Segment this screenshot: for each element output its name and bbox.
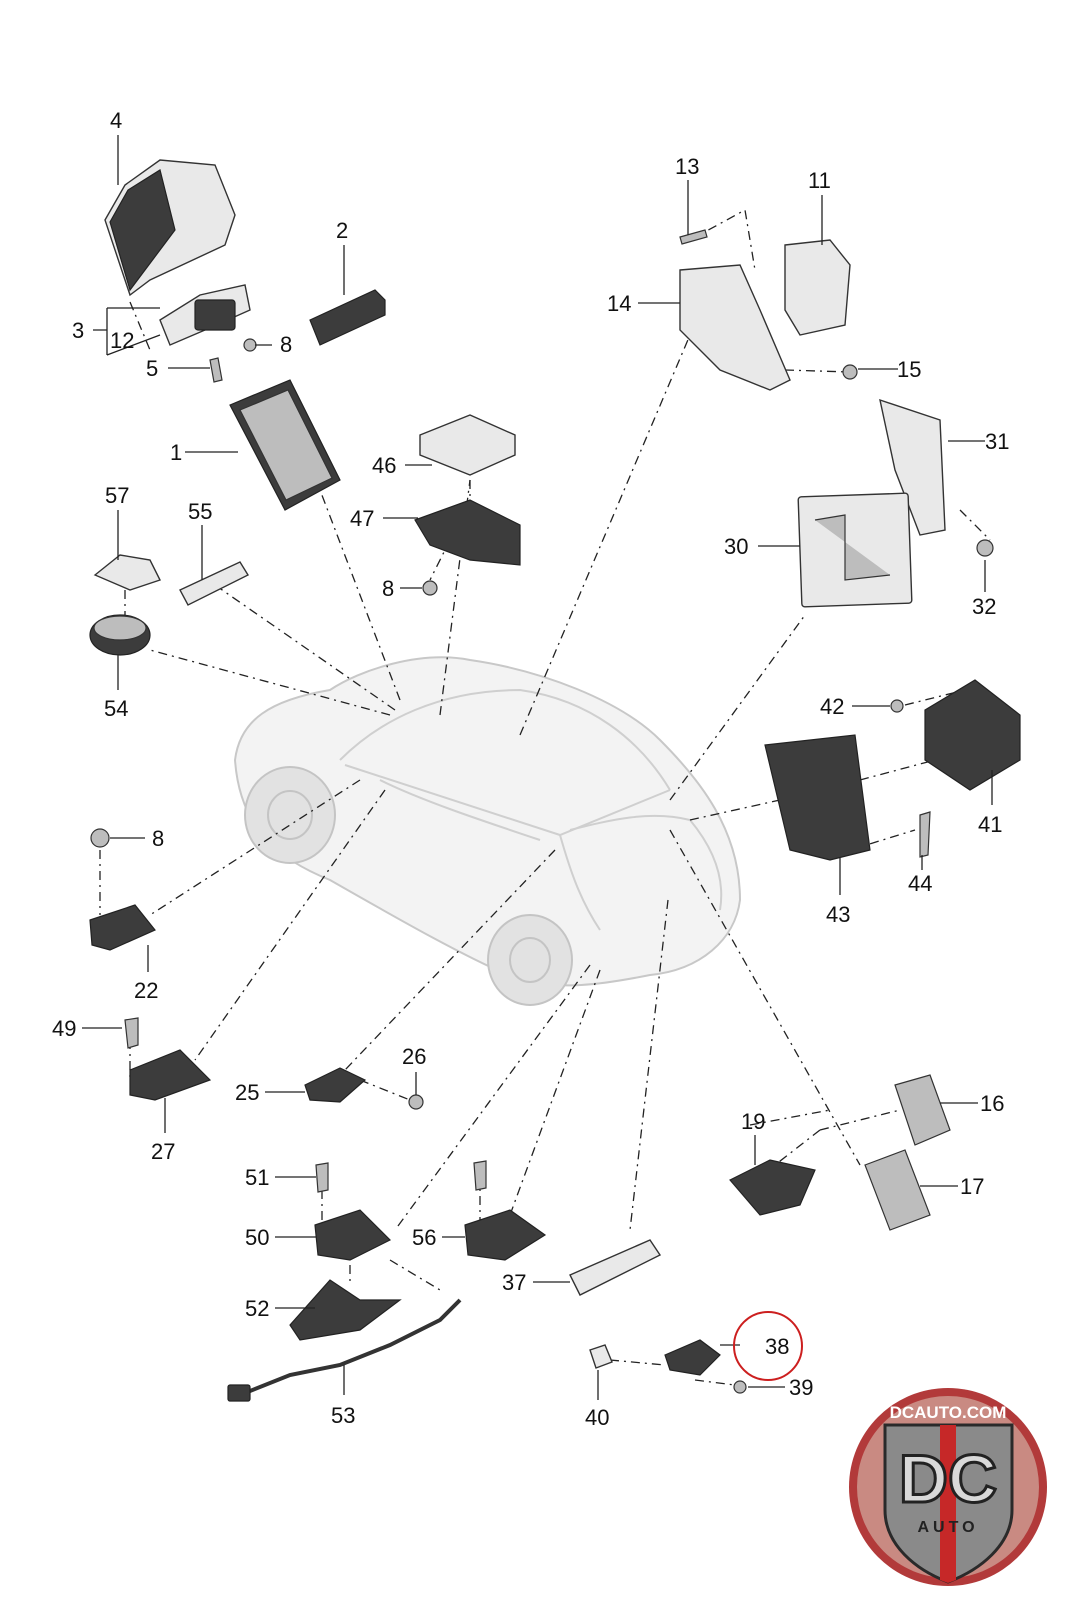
part-43-module	[764, 734, 871, 861]
logo-site-text: DCAUTO.COM	[890, 1403, 1007, 1422]
label-part-53: 53	[331, 1403, 355, 1428]
part-53-harness	[227, 1298, 462, 1402]
label-part-37: 37	[502, 1270, 526, 1295]
part-1-module	[229, 379, 341, 511]
label-part-42: 42	[820, 694, 844, 719]
part-50-module	[314, 1209, 392, 1261]
part-38-sensor	[664, 1339, 721, 1376]
label-part-27: 27	[151, 1139, 175, 1164]
label-part-3: 3	[72, 318, 84, 343]
part-57-clip	[93, 554, 161, 591]
part-2-clip	[309, 289, 386, 346]
part-labels: 4 2 3 12 8 5 1 13 11 14 15 31 30 32 46 4…	[52, 108, 1009, 1430]
label-part-22: 22	[134, 978, 158, 1003]
label-part-39: 39	[789, 1375, 813, 1400]
label-part-40: 40	[585, 1405, 609, 1430]
part-4-cover	[104, 159, 236, 297]
label-part-14: 14	[607, 291, 631, 316]
label-part-50: 50	[245, 1225, 269, 1250]
part-55-sensor	[179, 561, 249, 606]
highlight-circle	[733, 1311, 803, 1381]
part-19-module	[729, 1159, 816, 1216]
label-part-4: 4	[110, 108, 122, 133]
dcauto-logo: DCAUTO.COM DC AUTO	[849, 1388, 1047, 1586]
label-part-1: 1	[170, 440, 182, 465]
part-11-module	[784, 239, 851, 336]
part-22-module	[89, 904, 156, 951]
logo-word-text: AUTO	[917, 1519, 978, 1536]
label-part-25: 25	[235, 1080, 259, 1105]
part-17-module	[864, 1149, 931, 1231]
label-part-57: 57	[105, 483, 129, 508]
label-part-8-mid: 8	[382, 576, 394, 601]
part-40-clip	[589, 1344, 613, 1369]
label-part-17: 17	[960, 1174, 984, 1199]
label-part-8-top: 8	[280, 332, 292, 357]
connection-lines	[99, 208, 991, 1386]
label-part-32: 32	[972, 594, 996, 619]
label-part-30: 30	[724, 534, 748, 559]
label-part-55: 55	[188, 499, 212, 524]
part-54-sensor	[89, 614, 151, 656]
part-27-module	[129, 1049, 212, 1101]
part-30-control-unit	[797, 492, 913, 608]
label-part-51: 51	[245, 1165, 269, 1190]
label-part-54: 54	[104, 696, 128, 721]
label-part-8-left: 8	[152, 826, 164, 851]
part-3-12-bracket	[159, 284, 251, 346]
label-part-44: 44	[908, 871, 932, 896]
part-46-module	[419, 414, 516, 476]
vehicle-silhouette	[233, 656, 742, 1006]
part-47-bracket	[414, 499, 521, 566]
leader-lines	[82, 135, 993, 1400]
part-41-module	[924, 679, 1021, 791]
label-part-41: 41	[978, 812, 1002, 837]
label-part-13: 13	[675, 154, 699, 179]
label-part-12: 12	[110, 328, 134, 353]
label-part-52: 52	[245, 1296, 269, 1321]
part-56-module	[464, 1209, 547, 1261]
label-part-43: 43	[826, 902, 850, 927]
part-16-module	[894, 1074, 951, 1146]
label-part-11: 11	[808, 168, 831, 193]
label-part-5: 5	[146, 356, 158, 381]
label-part-47: 47	[350, 506, 374, 531]
logo-mark-text: DC	[899, 1441, 997, 1517]
label-part-49: 49	[52, 1016, 76, 1041]
label-part-19: 19	[741, 1109, 765, 1134]
part-31-bracket	[879, 398, 946, 536]
label-part-46: 46	[372, 453, 396, 478]
fasteners	[90, 229, 994, 1394]
label-part-16: 16	[980, 1091, 1004, 1116]
label-part-2: 2	[336, 218, 348, 243]
part-52-bracket	[289, 1279, 402, 1341]
label-part-31: 31	[985, 429, 1009, 454]
label-part-38: 38	[765, 1334, 789, 1359]
label-part-15: 15	[897, 357, 921, 382]
part-25-sensor	[304, 1067, 367, 1103]
label-part-26: 26	[402, 1044, 426, 1069]
part-14-bracket	[679, 264, 791, 391]
part-37-module	[569, 1239, 662, 1296]
label-part-56: 56	[412, 1225, 436, 1250]
